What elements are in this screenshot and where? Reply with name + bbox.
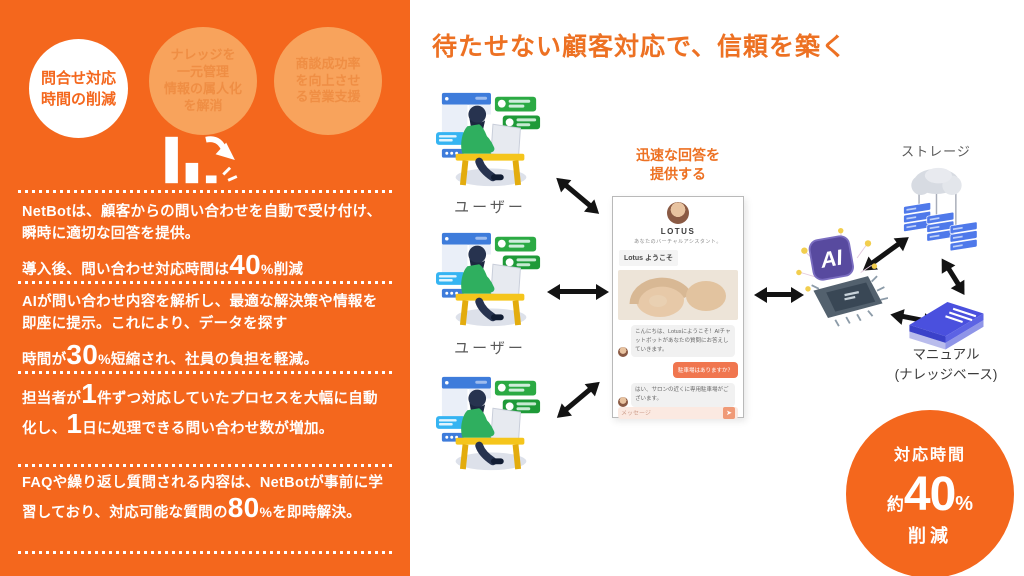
dotted-divider xyxy=(18,190,392,193)
badge-title: 対応時間 xyxy=(893,446,966,464)
paragraph-text: 担当者が xyxy=(22,391,82,407)
badge-unit: % xyxy=(955,492,974,515)
panel-paragraph-automation: 担当者が1件ずつ対応していたプロセスを大幅に自動化し、1日に処理できる問い合わせ… xyxy=(22,380,392,441)
panel-paragraph-faq: FAQや繰り返し質問される内容は、NetBotが事前に学習しており、対応可能な質… xyxy=(22,472,392,525)
bot-subtitle: あなたのバーチャルアシスタント。 xyxy=(634,239,722,245)
user-message: 駐車場はありますか？ xyxy=(672,362,738,379)
bot-message-row: はい、サロンの近くに専用駐車場がございます。 xyxy=(618,383,738,407)
storage-label: ストレージ xyxy=(901,144,971,159)
dotted-divider xyxy=(18,371,392,374)
message-placeholder: メッセージ xyxy=(621,411,651,418)
paragraph-text: FAQや繰り返し質問される内容は、NetBotが事前に学習しており、対応可能な質… xyxy=(22,475,384,522)
paragraph-text: NetBotは、顧客からの問い合わせを自動で受け付け、瞬時に適切な回答を提供。 xyxy=(22,204,382,243)
spa-photo xyxy=(618,270,738,320)
user-label: ユーザー xyxy=(454,199,526,216)
dotted-divider xyxy=(18,281,392,284)
benefit-circle-knowledge: ナレッジを 一元管理 情報の属人化 を解消 xyxy=(149,27,257,135)
arrow-user3-chat xyxy=(558,382,598,417)
message-input[interactable]: メッセージ ➤ xyxy=(618,406,738,419)
benefit-circle-sales: 商談成功率 を向上させ る営業支援 xyxy=(274,27,382,135)
badge-value: 40 xyxy=(903,467,956,521)
user-illustration xyxy=(436,232,541,327)
ai-chip-icon: AI xyxy=(796,227,888,327)
stat-number: 1 xyxy=(81,378,98,409)
arrow-chat-aichip xyxy=(759,292,799,297)
bot-message: こんにちは、Lotusにようこそ！AIチャットボットがあなたの質問にお答えしてい… xyxy=(631,325,735,358)
user-illustration xyxy=(436,376,541,471)
user-illustration xyxy=(436,92,541,187)
stat-number: 1 xyxy=(66,408,83,440)
ai-chip-label: AI xyxy=(818,244,846,273)
arrow-user1-chat xyxy=(558,178,598,213)
stat-unit: % xyxy=(98,350,111,367)
arrow-storage-manual xyxy=(942,261,965,292)
stat-unit: % xyxy=(259,504,273,521)
stat-number: 80 xyxy=(227,492,260,524)
bot-avatar xyxy=(667,202,689,224)
manual-label: マニュアル (ナレッジベース) xyxy=(894,347,998,382)
dotted-divider xyxy=(18,464,392,467)
welcome-chip: Lotus ようこそ xyxy=(619,250,678,266)
paragraph-text: 日に処理できる問い合わせ数が増加。 xyxy=(82,421,334,438)
stat-unit: % xyxy=(260,260,274,277)
stat-number: 40 xyxy=(229,248,261,280)
cloud-storage-icon xyxy=(903,167,978,252)
reduction-badge: 対応時間 約40% 削減 xyxy=(846,410,1014,576)
declining-bar-chart-icon xyxy=(165,136,238,184)
user-message-row: 駐車場はありますか？ xyxy=(618,362,738,379)
bot-name: LOTUS xyxy=(660,227,696,236)
manual-book-icon xyxy=(909,302,984,350)
bot-message-row: こんにちは、Lotusにようこそ！AIチャットボットがあなたの質問にお答えしてい… xyxy=(618,325,738,358)
send-icon[interactable]: ➤ xyxy=(723,406,735,419)
badge-caption: 削減 xyxy=(908,525,952,546)
paragraph-text: AIが問い合わせ内容を解析し、最適な解決策や情報を即座に提示。これにより、データ… xyxy=(22,294,378,333)
panel-paragraph-analysis: AIが問い合わせ内容を解析し、最適な解決策や情報を即座に提示。これにより、データ… xyxy=(22,291,392,371)
flow-label: 迅速な回答を 提供する xyxy=(636,147,720,182)
paragraph-text: 件ずつ対応していたプロセスを大幅に自動化し、 xyxy=(22,391,378,438)
arrow-user2-chat xyxy=(552,289,604,294)
user-label: ユーザー xyxy=(454,340,526,357)
bot-avatar-small xyxy=(618,347,628,358)
paragraph-text: 短縮され、社員の負担を軽減。 xyxy=(110,351,319,368)
page-title: 待たせない顧客対応で、信頼を築く xyxy=(432,33,848,61)
chatbot-panel: LOTUS あなたのバーチャルアシスタント。 Lotus ようこそ こんにちは、… xyxy=(612,196,744,419)
bot-avatar-small xyxy=(618,396,628,407)
left-panel: 問合せ対応 時間の削減 ナレッジを 一元管理 情報の属人化 を解消 商談成功率 … xyxy=(0,0,410,576)
badge-approx: 約 xyxy=(886,494,904,514)
paragraph-text: 導入後、問い合わせ対応時間は xyxy=(22,261,230,278)
benefit-circle-response-time: 問合せ対応 時間の削減 xyxy=(29,39,128,138)
paragraph-text: 削減 xyxy=(273,261,304,278)
stat-number: 30 xyxy=(66,338,99,370)
panel-paragraph-response: NetBotは、顧客からの問い合わせを自動で受け付け、瞬時に適切な回答を提供。導… xyxy=(22,201,392,281)
bot-message: はい、サロンの近くに専用駐車場がございます。 xyxy=(631,383,735,407)
paragraph-text: 時間が xyxy=(22,351,67,368)
badge-stat: 約40% xyxy=(887,467,973,522)
paragraph-text: を即時解決。 xyxy=(272,505,362,522)
dotted-divider xyxy=(18,551,392,554)
